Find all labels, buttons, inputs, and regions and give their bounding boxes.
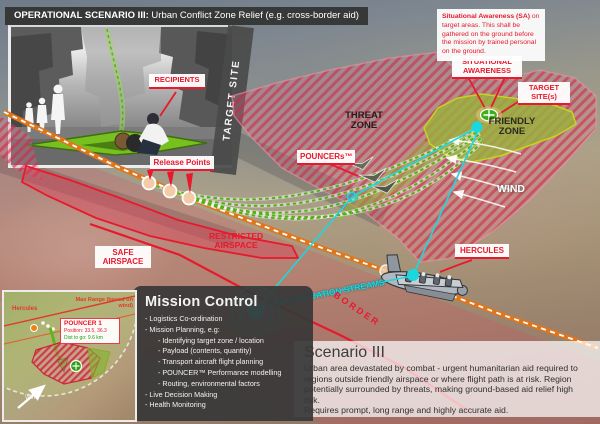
scenario-box: Scenario III Urban area devastated by co… — [294, 341, 600, 417]
target-sites-label: TARGET SITE(s) — [518, 82, 570, 106]
mission-control-panel: Mission Control - Logistics Co-ordinatio… — [133, 286, 313, 421]
hercules-label: HERCULES — [455, 244, 509, 260]
title-rest: Urban Conflict Zone Relief (e.g. cross-b… — [148, 10, 359, 21]
restricted-airspace-label: RESTRICTED AIRSPACE — [208, 231, 264, 251]
wind-label: WIND — [497, 183, 525, 195]
pouncer-panel-distance: Dist to go: 9.6 km — [64, 334, 103, 341]
release-points-label: Release Points — [150, 156, 214, 172]
sa-note-lead: Situational Awareness (SA) — [442, 13, 531, 20]
inset-hercules-position — [30, 324, 38, 332]
mission-control-item: - POUNCER™ Performance modelling — [158, 367, 282, 377]
mission-control-item: - Live Decision Making — [145, 389, 218, 399]
target-site-banner-label: TARGET SITE — [221, 58, 243, 142]
comm-node-friendly — [471, 121, 483, 133]
wind-arrows — [445, 136, 522, 208]
comm-node-hercules — [407, 269, 419, 281]
safe-airspace-label: SAFE AIRSPACE — [95, 246, 151, 269]
mission-control-item: - Logistics Co-ordination — [145, 314, 223, 323]
tracking-inset-map: Hercules Max Range (based on wind) POUNC… — [2, 290, 137, 422]
mission-control-title: Mission Control — [145, 294, 258, 310]
mission-control-item: - Mission Planning, e.g: — [145, 324, 220, 334]
mission-control-item: - Transport aircraft flight planning — [158, 357, 264, 367]
scenario-title: Scenario III — [304, 344, 385, 361]
inset-wind-arrow — [17, 384, 46, 409]
urban-ruins-photo — [8, 25, 232, 168]
scenario-requirements: Requires prompt, long range and highly a… — [304, 405, 509, 416]
title-bar: OPERATIONAL SCENARIO III: Urban Conflict… — [5, 7, 368, 25]
photo-illustration — [11, 27, 232, 165]
pouncer-status-panel: POUNCER 1 Position: 33.5, 36.3 Dist to g… — [60, 318, 120, 344]
situational-awareness-note: Situational Awareness (SA) on target are… — [437, 9, 545, 62]
mission-control-item: - Health Monitoring — [145, 400, 206, 410]
scenario-body: Urban area devastated by combat - urgent… — [304, 363, 578, 405]
inset-hercules-label: Hercules — [12, 306, 38, 312]
inset-max-range-label: Max Range (based on wind) — [75, 297, 133, 310]
threat-zone-label: THREAT ZONE — [345, 110, 383, 132]
mission-control-item: - Routing, environmental factors — [158, 378, 260, 388]
friendly-zone-label: FRIENDLY ZONE — [488, 116, 536, 138]
pouncers-label: POUNCERs™ — [297, 150, 355, 166]
mission-control-list: - Logistics Co-ordination- Mission Plann… — [145, 314, 305, 411]
inset-wind-label: Wind — [25, 395, 39, 401]
recipients-label: RECIPIENTS — [149, 74, 205, 89]
title-bold: OPERATIONAL SCENARIO III: — [14, 10, 149, 21]
mission-control-item: - Payload (contents, quantity) — [158, 346, 252, 356]
pouncer-panel-title: POUNCER 1 — [64, 320, 102, 327]
mission-control-item: - Identifying target zone / location — [158, 335, 264, 345]
